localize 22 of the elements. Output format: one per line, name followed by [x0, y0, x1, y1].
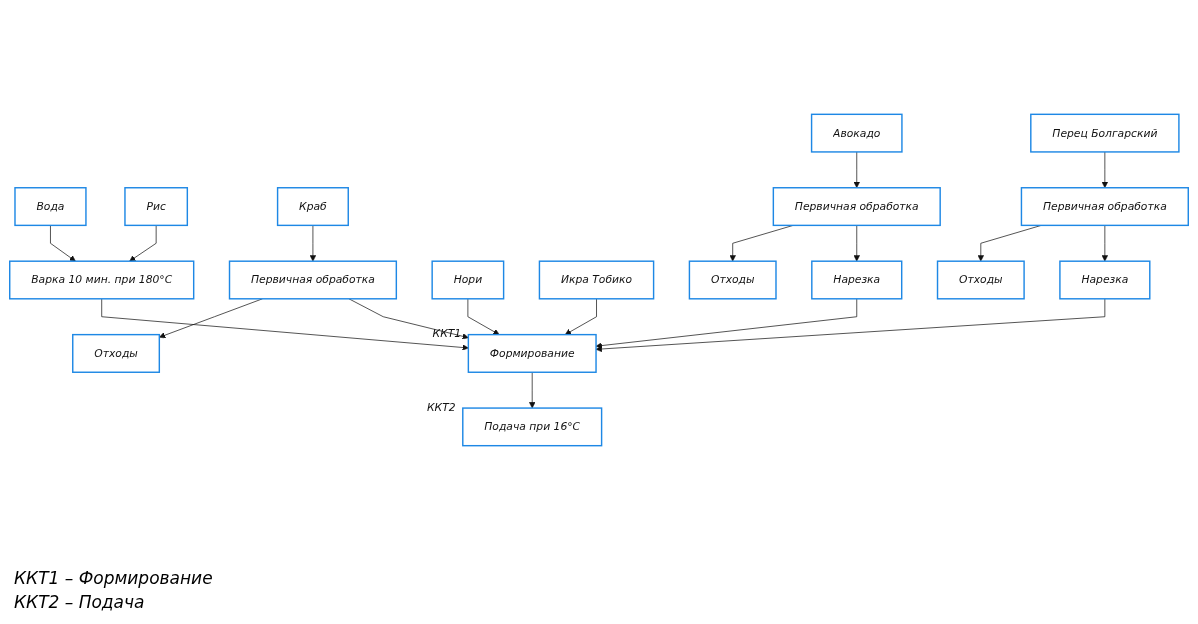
node-box: Нарезка [811, 260, 903, 300]
node-box: Краб [276, 187, 349, 227]
node-box: Вода [14, 187, 87, 227]
node-box: Отходы [72, 333, 161, 373]
legend-note: ККТ2 – Подача [14, 591, 145, 614]
node-box: Первичная обработка [228, 260, 398, 300]
legend-note: ККТ1 – Формирование [14, 567, 213, 590]
node-box: Формирование [467, 333, 597, 373]
node-box: Нори [431, 260, 505, 300]
node-box: Рис [124, 187, 189, 227]
control-point-label: ККТ1 [432, 327, 462, 341]
node-box: Нарезка [1059, 260, 1151, 300]
control-point-label: ККТ2 [427, 400, 456, 414]
node-box: Отходы [936, 260, 1025, 300]
node-box: Первичная обработка [1020, 187, 1189, 227]
node-box: Подача при 16°C [462, 407, 603, 447]
node-box: Отходы [688, 260, 777, 300]
node-box: Авокадо [810, 113, 903, 153]
node-box: Первичная обработка [772, 187, 941, 227]
node-box: Перец Болгарский [1030, 113, 1180, 153]
node-box: Варка 10 мин. при 180°C [9, 260, 195, 300]
node-box: Икра Тобико [538, 260, 655, 300]
